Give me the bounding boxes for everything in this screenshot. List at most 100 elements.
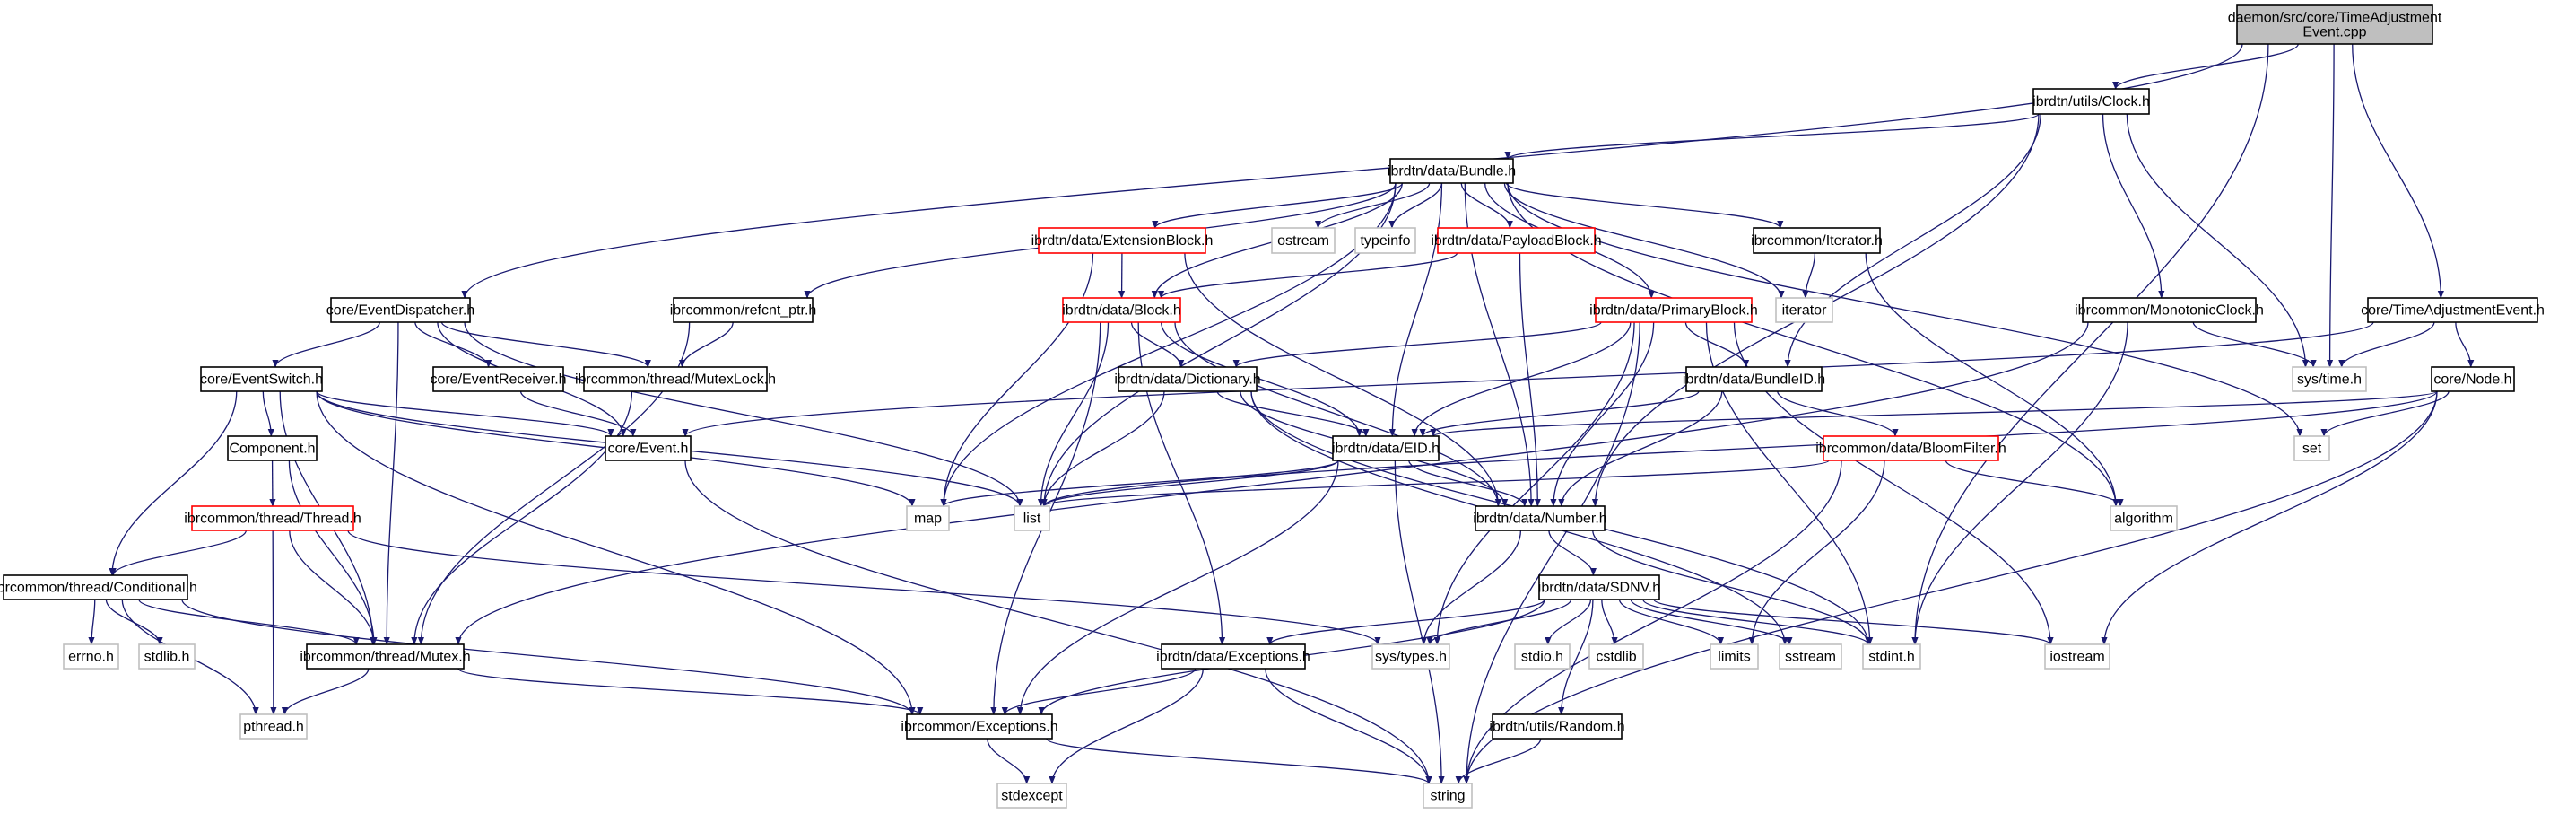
node-box [906,713,1053,740]
edge-event-to-string [684,460,1432,784]
edge-sdnv-to-stdint [1642,599,1872,645]
node-cpp[interactable]: daemon/src/core/TimeAdjustmentEvent.cpp [2228,4,2442,45]
node-box [1118,366,1258,392]
node-clock[interactable]: ibrdtn/utils/Clock.h [2032,88,2150,115]
node-random[interactable]: ibrdtn/utils/Random.h [1489,713,1625,740]
node-label: ibrdtn/data/Bundle.h [1388,164,1516,179]
node-eventswitch[interactable]: core/EventSwitch.h [200,366,323,392]
node-label: stdlib.h [144,650,190,665]
node-label: stdint.h [1868,650,1915,665]
node-box [1354,227,1416,254]
node-label: pthread.h [243,720,304,735]
edge-cpp-to-systime [2327,43,2335,368]
node-number[interactable]: ibrdtn/data/Number.h [1473,505,1607,531]
node-box [2032,88,2150,115]
edge-clock-to-bundle [1504,113,2040,160]
edge-cpp-to-eventdispatcher [461,43,2243,299]
edge-eventdispatcher-to-eventswitch [272,321,380,368]
node-box [1014,505,1050,531]
node-eid[interactable]: ibrdtn/data/EID.h [1332,435,1440,461]
node-bloom[interactable]: ibrcommon/data/BloomFilter.h [1815,435,2006,461]
edge-node-to-list [1040,390,2438,507]
node-label: Event.cpp [2302,25,2366,40]
edge-mutex-to-pthread [281,668,370,715]
node-iteratorh[interactable]: ibrcommon/Iterator.h [1751,227,1883,254]
edge-eid-to-list [1040,460,1339,507]
edge-block-to-list [1037,321,1110,507]
node-label: ibrcommon/data/BloomFilter.h [1815,442,2006,457]
node-extblock[interactable]: ibrdtn/data/ExtensionBlock.h [1031,227,1214,254]
node-block[interactable]: ibrdtn/data/Block.h [1062,297,1181,323]
node-label: ibrcommon/thread/Mutex.h [300,650,470,665]
node-cexceptions[interactable]: ibrcommon/Exceptions.h [901,713,1058,740]
edge-bundle-to-set [1507,182,2303,437]
node-box [583,366,768,392]
node-monoclock[interactable]: ibrcommon/MonotonicClock.h [2075,297,2264,323]
node-payload[interactable]: ibrdtn/data/PayloadBlock.h [1431,227,1602,254]
edge-monoclock-to-mutex [455,321,2089,645]
node-label: ibrcommon/refcnt_ptr.h [670,303,817,319]
edge-taeh-to-event [682,321,2374,437]
node-conditional[interactable]: ibrcommon/thread/Conditional.h [0,574,197,600]
node-eventdispatcher[interactable]: core/EventDispatcher.h [326,297,474,323]
node-primary[interactable]: ibrdtn/data/PrimaryBlock.h [1589,297,1758,323]
node-node[interactable]: core/Node.h [2431,366,2515,392]
edge-node-to-set [2320,390,2450,437]
node-dictionary[interactable]: ibrdtn/data/Dictionary.h [1114,366,1261,392]
edge-eid-to-string [1394,460,1445,784]
node-label: limits [1718,650,1750,665]
edge-thread-to-systypes [347,530,1381,645]
node-box [1271,227,1336,254]
node-label: ibrdtn/data/BundleID.h [1683,372,1825,388]
node-errno: errno.h [63,643,119,670]
edge-primary-to-bundleid [1684,321,1750,368]
edge-bundleid-to-bloom [1777,390,1899,437]
node-event[interactable]: core/Event.h [605,435,692,461]
node-box [2110,505,2178,531]
node-eventreceiver[interactable]: core/EventReceiver.h [430,366,567,392]
node-dexceptions[interactable]: ibrdtn/data/Exceptions.h [1156,643,1310,670]
node-box [2236,4,2433,45]
node-label: string [1430,789,1465,804]
node-box [2293,435,2330,461]
edge-clock-to-bundleid [1784,113,2041,368]
node-thread[interactable]: ibrcommon/thread/Thread.h [184,505,361,531]
edge-bundle-to-extblock [1152,182,1404,229]
node-label: ibrdtn/data/PrimaryBlock.h [1589,303,1758,319]
edge-mutex-to-cexceptions [457,668,924,715]
edge-refcnt-to-mutexlock [678,321,734,368]
node-box [1710,643,1759,670]
node-box [191,505,354,531]
node-box [1823,435,1999,461]
node-box [432,366,564,392]
node-taeh[interactable]: core/TimeAdjustmentEvent.h [2361,297,2545,323]
edge-eventswitch-to-component [262,390,274,437]
node-sdnv[interactable]: ibrdtn/data/SDNV.h [1538,574,1660,600]
node-mutex[interactable]: ibrcommon/thread/Mutex.h [300,643,471,670]
node-box [1062,297,1181,323]
node-stdlib: stdlib.h [138,643,196,670]
edge-bundleid-to-eid [1419,390,1700,437]
node-refcnt[interactable]: ibrcommon/refcnt_ptr.h [670,297,817,323]
edge-number-to-systypes [1420,530,1522,645]
node-box [1595,297,1753,323]
node-bundle[interactable]: ibrdtn/data/Bundle.h [1388,158,1516,184]
node-label: ibrcommon/MonotonicClock.h [2075,303,2264,319]
node-label: cstdlib [1596,650,1636,665]
edge-cexceptions-to-stdexcept [987,738,1031,784]
node-label: ibrdtn/data/SDNV.h [1538,581,1660,596]
edge-node-to-iostream [2101,390,2438,645]
edge-thread-to-mutex [289,530,378,645]
node-box [1492,713,1623,740]
edge-thread-to-pthread [270,530,277,715]
edge-bloom-to-list [1040,460,1830,507]
node-component[interactable]: Component.h [227,435,318,461]
node-mutexlock[interactable]: ibrcommon/thread/MutexLock.h [575,366,776,392]
node-pthread: pthread.h [239,713,308,740]
node-bundleid[interactable]: ibrdtn/data/BundleID.h [1683,366,1825,392]
node-box [1389,158,1514,184]
node-label: ibrdtn/data/Dictionary.h [1114,372,1260,388]
node-label: ibrdtn/data/EID.h [1332,442,1440,457]
node-box [1514,643,1571,670]
node-label: ibrdtn/data/Block.h [1062,303,1181,319]
